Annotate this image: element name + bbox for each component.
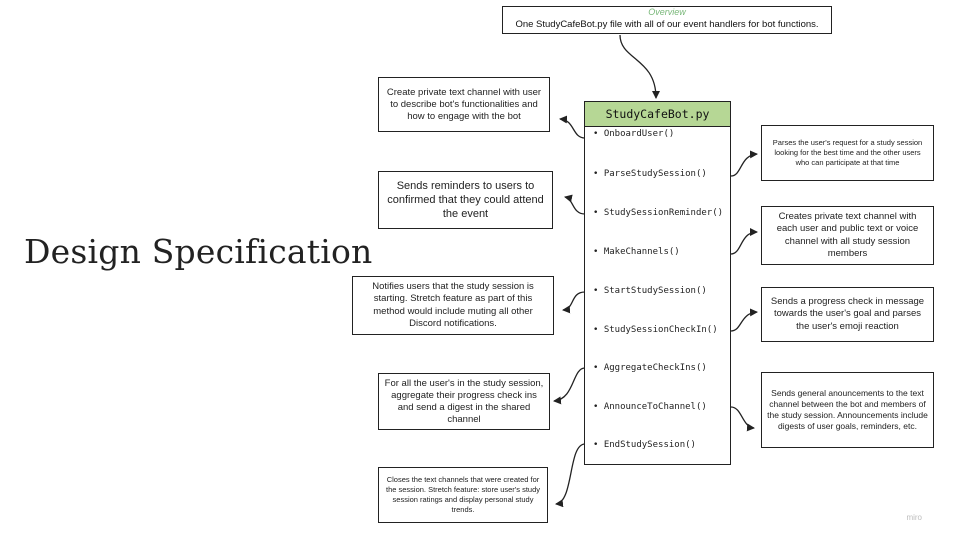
overview-text: One StudyCafeBot.py file with all of our… [515,19,819,30]
method-start-study-session: • StartStudySession() [593,286,707,296]
note-end-study-session-text: Closes the text channels that were creat… [385,475,540,514]
note-end-study-session: Closes the text channels that were creat… [378,467,548,523]
note-parse-study-session-text: Parses the user's request for a study se… [772,138,923,167]
arrow-announce-note [730,406,755,432]
method-study-session-reminder: • StudySessionReminder() [593,208,724,218]
note-aggregate-check-ins-text: For all the user's in the study session,… [384,377,544,425]
arrow-end-note [555,443,586,508]
overview-box: Overview One StudyCafeBot.py file with a… [502,6,832,34]
method-study-session-check-in: • StudySessionCheckIn() [593,325,718,335]
arrow-aggregate-note [553,367,586,405]
arrow-channels-note [730,228,758,255]
overview-heading: Overview [648,7,686,17]
note-make-channels-text: Creates private text channel with each u… [776,210,919,260]
arrow-checkin-note [730,308,758,332]
note-make-channels: Creates private text channel with each u… [761,206,934,265]
note-study-session-check-in: Sends a progress check in message toward… [761,287,934,342]
slide-title: Design Specification [24,232,373,271]
miro-watermark: miro [906,513,922,522]
note-announce-to-channel-text: Sends general anouncements to the text c… [767,388,928,431]
class-name: StudyCafeBot.py [585,102,730,127]
method-make-channels: • MakeChannels() [593,247,680,257]
note-parse-study-session: Parses the user's request for a study se… [761,125,934,181]
method-end-study-session: • EndStudySession() [593,440,696,450]
method-parse-study-session: • ParseStudySession() [593,169,707,179]
note-study-session-reminder-text: Sends reminders to users to confirmed th… [387,180,544,220]
arrow-parse-note [730,150,758,177]
note-onboard-user: Create private text channel with user to… [378,77,550,132]
class-box: StudyCafeBot.py • OnboardUser() • ParseS… [584,101,731,465]
note-aggregate-check-ins: For all the user's in the study session,… [378,373,550,430]
note-study-session-check-in-text: Sends a progress check in message toward… [770,295,925,332]
method-announce-to-channel: • AnnounceToChannel() [593,402,707,412]
arrow-onboard-note [559,115,586,139]
note-announce-to-channel: Sends general anouncements to the text c… [761,372,934,448]
note-start-study-session-text: Notifies users that the study session is… [372,280,534,330]
arrow-reminder-note [564,194,586,215]
method-aggregate-check-ins: • AggregateCheckIns() [593,363,707,373]
note-start-study-session: Notifies users that the study session is… [352,276,554,335]
method-onboard-user: • OnboardUser() [593,129,675,139]
arrow-overview-to-class [619,34,660,99]
arrow-start-note [562,291,586,314]
note-onboard-user-text: Create private text channel with user to… [386,86,542,122]
note-study-session-reminder: Sends reminders to users to confirmed th… [378,171,553,229]
